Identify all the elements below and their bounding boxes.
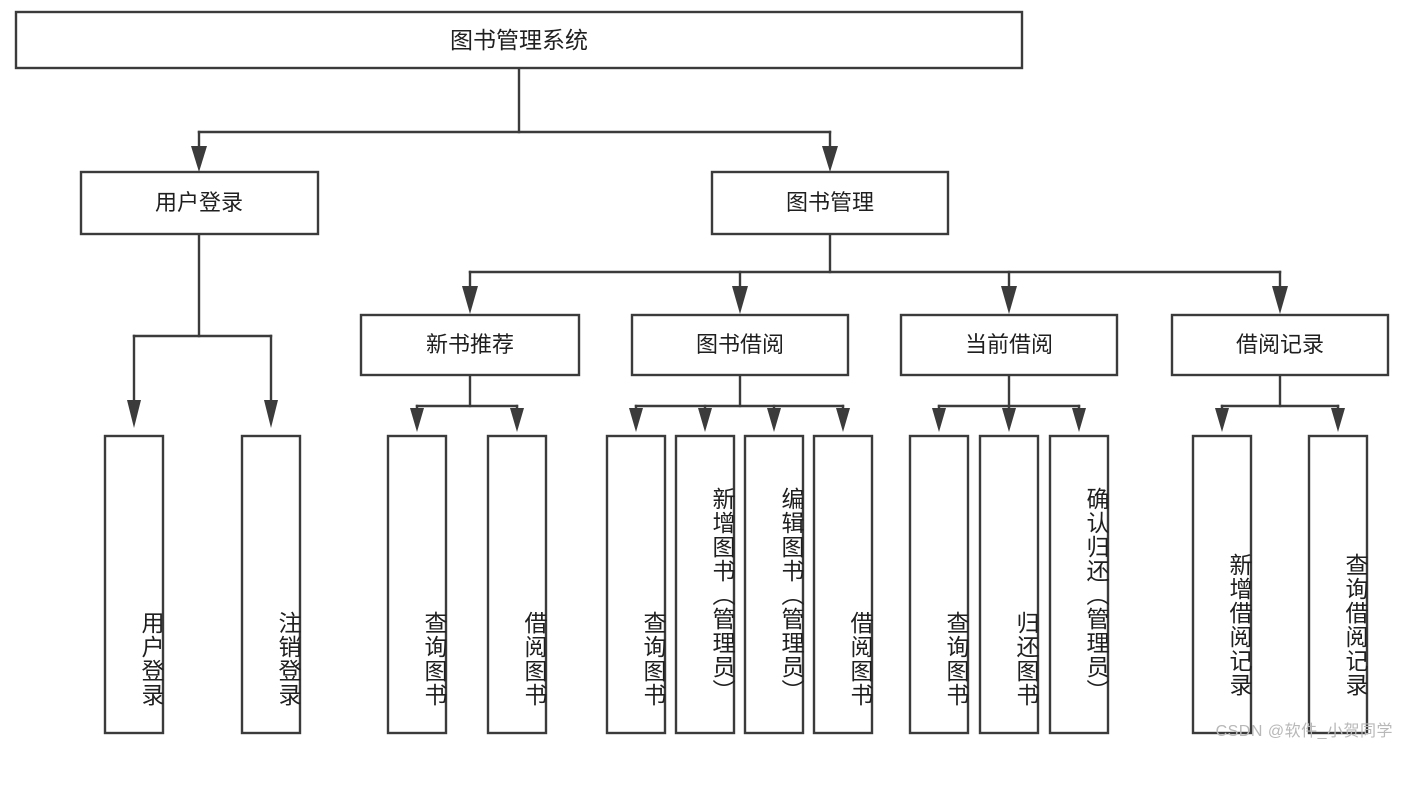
leaf-box-borrow-book-1[interactable] — [486, 434, 548, 735]
leaf-box-add-book-admin[interactable] — [674, 434, 736, 735]
leaf-box-query-book-2[interactable] — [605, 434, 667, 735]
leaf-box-add-borrow-record[interactable] — [1191, 434, 1253, 735]
diagram-canvas: 图书管理系统 用户登录 图书管理 新书推荐 图书借阅 当前借阅 借阅记录 — [14, 10, 1393, 740]
node-root-label: 图书管理系统 — [450, 27, 588, 53]
node-user-login[interactable]: 用户登录 — [79, 170, 320, 236]
arrow-head-record-to-leaf2 — [1331, 408, 1345, 432]
node-book-borrow-label: 图书借阅 — [696, 332, 784, 357]
arrow-head-current-to-leaf2 — [1002, 408, 1016, 432]
node-current-borrow-box[interactable] — [899, 313, 1119, 377]
connector-group-user-login — [127, 232, 278, 428]
arrow-head-book-to-record — [1272, 286, 1288, 314]
node-borrow-record[interactable]: 借阅记录 — [1170, 313, 1390, 377]
csdn-watermark: CSDN @软件_小贺同学 — [1215, 723, 1393, 740]
arrow-head-borrow-to-leaf1 — [629, 408, 643, 432]
node-new-book-recommend-box[interactable] — [359, 313, 581, 377]
arrow-head-book-to-new — [462, 286, 478, 314]
arrow-head-borrow-to-leaf2 — [698, 408, 712, 432]
leaf-box-return-book[interactable] — [978, 434, 1040, 735]
arrow-head-current-to-leaf3 — [1072, 408, 1086, 432]
node-root[interactable]: 图书管理系统 — [14, 10, 1024, 70]
node-borrow-record-label: 借阅记录 — [1236, 332, 1324, 357]
node-book-manage-label: 图书管理 — [786, 190, 874, 215]
node-current-borrow-label: 当前借阅 — [965, 332, 1053, 357]
node-book-borrow[interactable]: 图书借阅 — [630, 313, 850, 377]
connector-group-book-borrow — [629, 373, 850, 432]
leaf-box-borrow-book-2[interactable] — [812, 434, 874, 735]
flowchart-svg: 图书管理系统 用户登录 图书管理 新书推荐 图书借阅 当前借阅 借阅记录 — [14, 10, 1390, 735]
leaf-box-query-book-1[interactable] — [386, 434, 448, 735]
arrow-head-newbook-to-leaf2 — [510, 408, 524, 432]
connector-group-book-manage — [462, 232, 1288, 314]
connector-group-borrow-record — [1215, 373, 1345, 432]
arrow-head-root-to-user — [191, 146, 207, 172]
leaf-box-confirm-return-admin[interactable] — [1048, 434, 1110, 735]
connector-group-new-book — [410, 373, 524, 432]
arrow-head-newbook-to-leaf1 — [410, 408, 424, 432]
node-new-book-recommend[interactable]: 新书推荐 — [359, 313, 581, 377]
node-new-book-recommend-label: 新书推荐 — [426, 332, 514, 357]
leaf-box-logout[interactable] — [240, 434, 302, 735]
node-book-borrow-box[interactable] — [630, 313, 850, 377]
node-root-box[interactable] — [14, 10, 1024, 70]
arrow-head-record-to-leaf1 — [1215, 408, 1229, 432]
arrow-head-user-to-leaf2 — [264, 400, 278, 428]
arrow-head-root-to-book — [822, 146, 838, 172]
connector-group-current-borrow — [932, 373, 1086, 432]
node-book-manage-box[interactable] — [710, 170, 950, 236]
leaf-box-query-book-3[interactable] — [908, 434, 970, 735]
arrow-head-book-to-borrow — [732, 286, 748, 314]
leaf-box-user-login[interactable] — [103, 434, 165, 735]
arrow-head-borrow-to-leaf3 — [767, 408, 781, 432]
arrow-head-user-to-leaf1 — [127, 400, 141, 428]
node-user-login-box[interactable] — [79, 170, 320, 236]
leaf-box-edit-book-admin[interactable] — [743, 434, 805, 735]
connector-group-root — [191, 66, 838, 172]
leaf-box-query-borrow-record[interactable] — [1307, 434, 1369, 735]
leaf-boxes — [103, 434, 1369, 735]
arrow-head-book-to-current — [1001, 286, 1017, 314]
node-book-manage[interactable]: 图书管理 — [710, 170, 950, 236]
node-current-borrow[interactable]: 当前借阅 — [899, 313, 1119, 377]
arrow-head-current-to-leaf1 — [932, 408, 946, 432]
node-user-login-label: 用户登录 — [155, 190, 243, 215]
node-borrow-record-box[interactable] — [1170, 313, 1390, 377]
arrow-head-borrow-to-leaf4 — [836, 408, 850, 432]
